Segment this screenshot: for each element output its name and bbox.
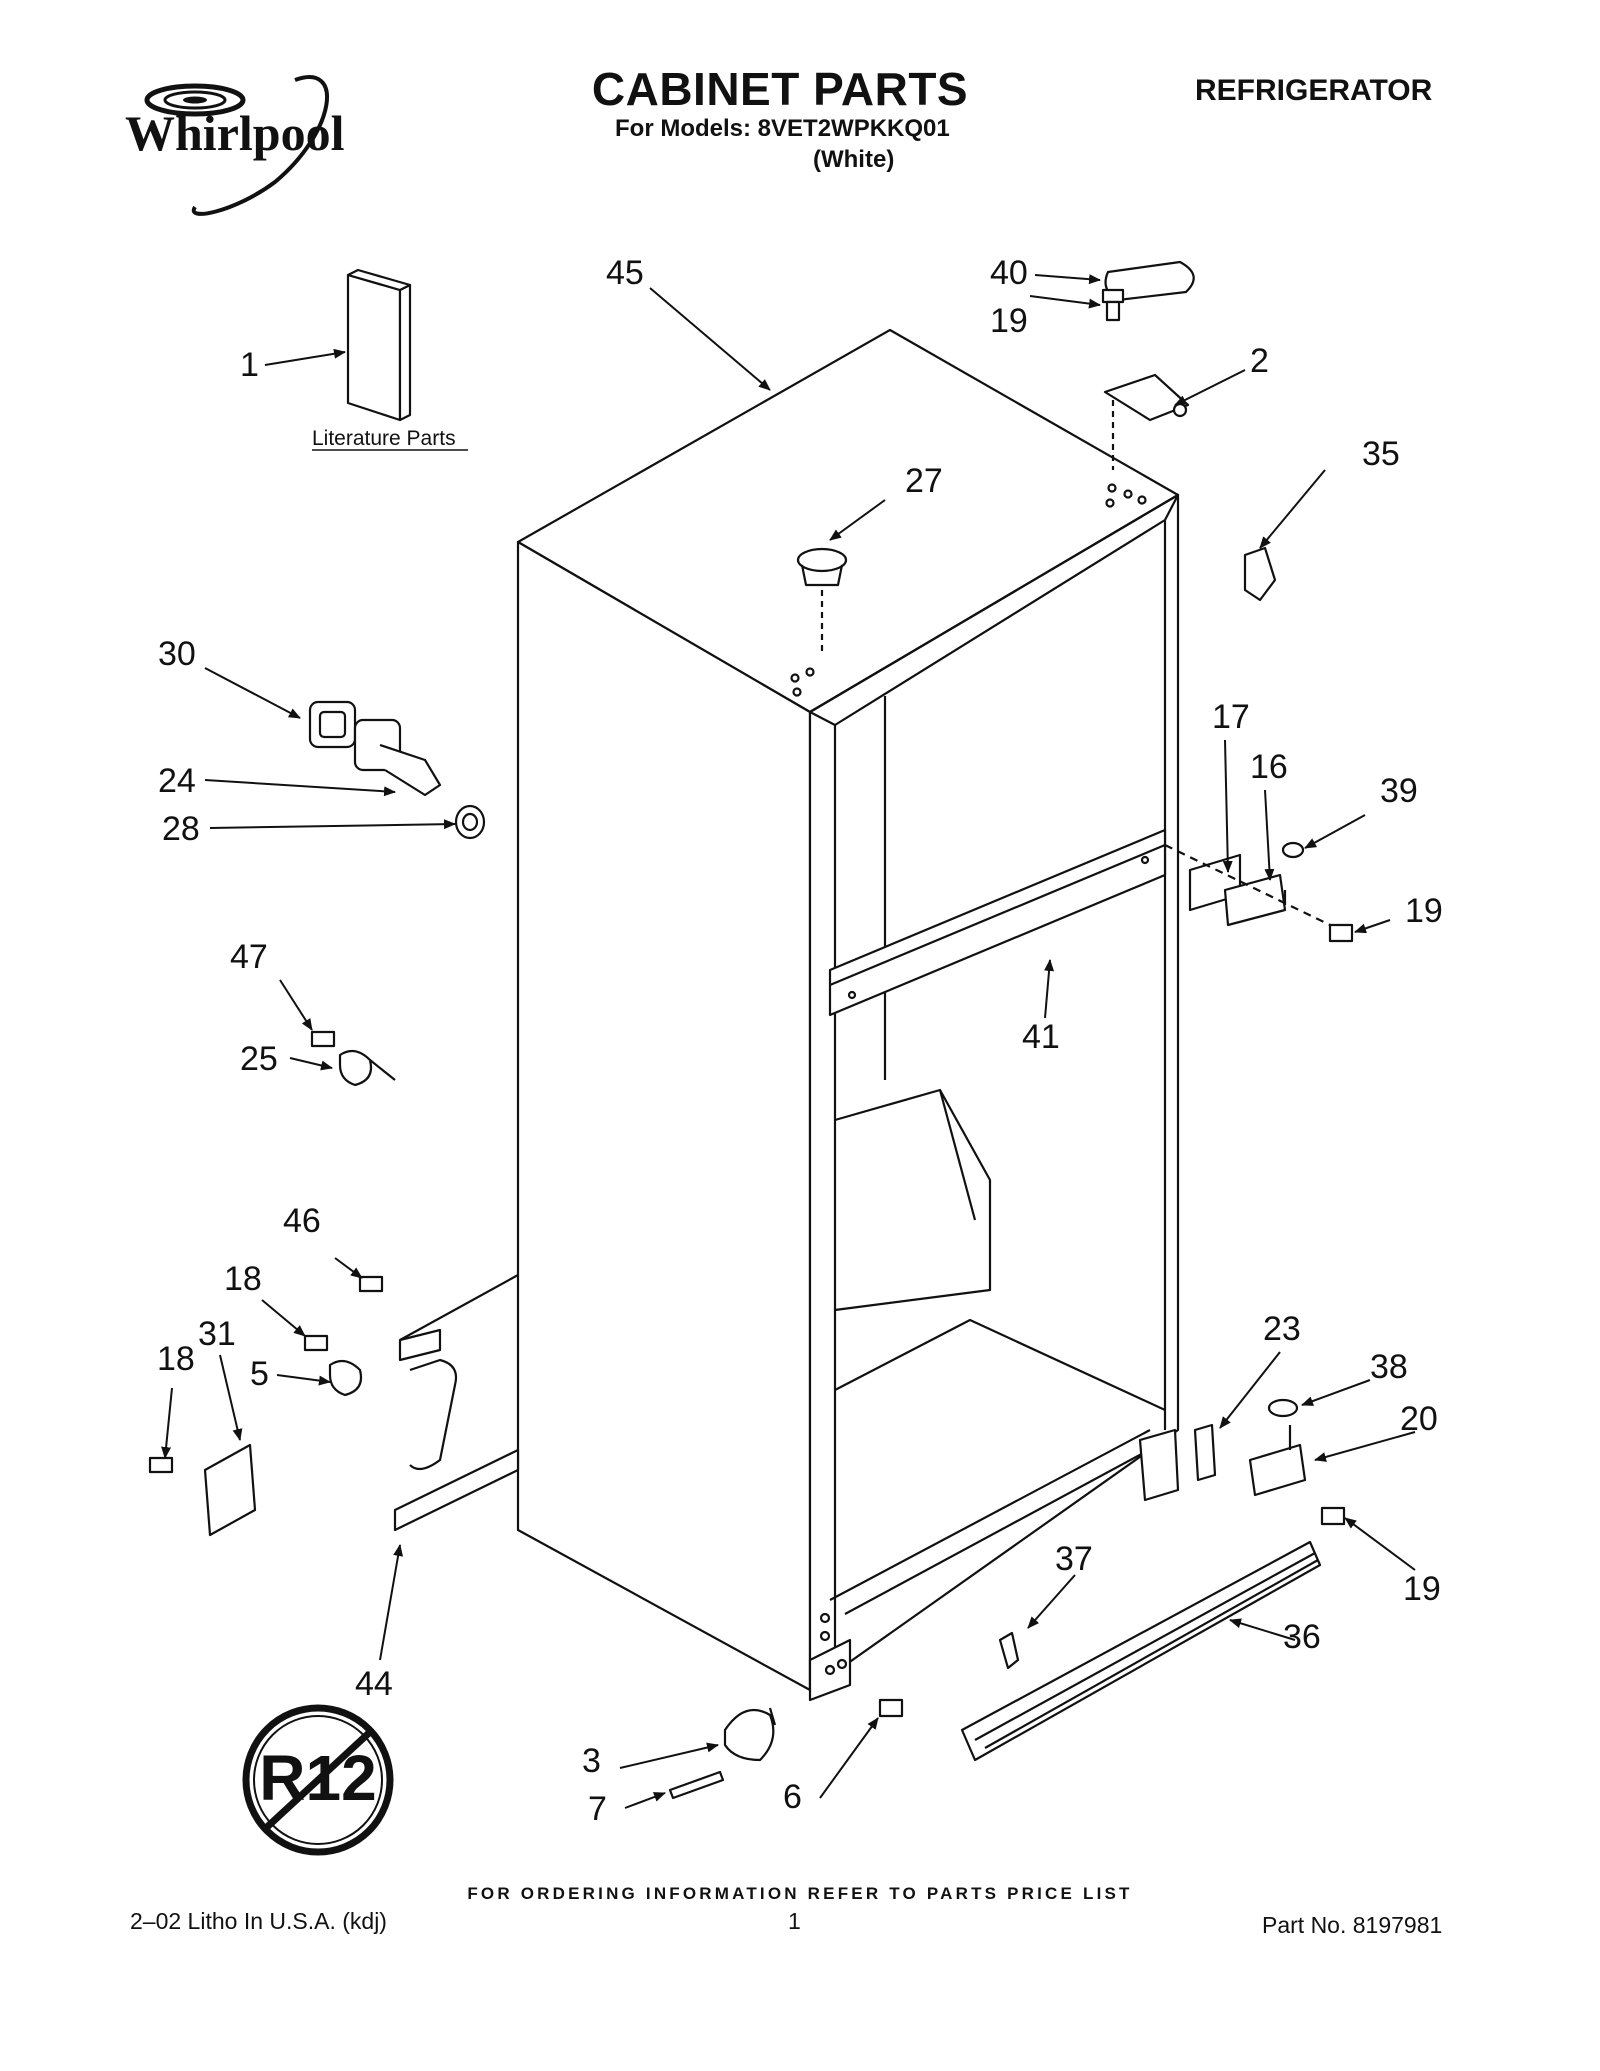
callout-28: 28 (162, 810, 200, 848)
callout-44: 44 (355, 1665, 393, 1703)
callout-23: 23 (1263, 1310, 1301, 1348)
top-hinge (1103, 373, 1190, 470)
callout-40: 40 (990, 254, 1028, 292)
literature-booklet (346, 268, 412, 422)
top-hinge-cover (1104, 260, 1195, 302)
tube-clamp (338, 1049, 396, 1087)
callout-18-upper: 18 (224, 1260, 262, 1298)
callout-36: 36 (1283, 1618, 1321, 1656)
washer-nut (454, 804, 486, 840)
callout-17: 17 (1212, 698, 1250, 736)
part-number: Part No. 8197981 (1262, 1912, 1443, 1938)
callout-39: 39 (1380, 772, 1418, 810)
bottom-hinge (1248, 1425, 1307, 1497)
toe-grille (960, 1540, 1322, 1762)
ordering-note: FOR ORDERING INFORMATION REFER TO PARTS … (467, 1884, 1133, 1903)
literature-parts-label: Literature Parts (312, 427, 456, 450)
clamp-screw-lower (303, 1334, 329, 1352)
hinge-pin-cover (1243, 546, 1277, 602)
page-number: 1 (788, 1908, 801, 1934)
toe-grille-bracket (393, 1274, 520, 1532)
callout-35: 35 (1362, 435, 1400, 473)
fill-tube-fitting (353, 718, 442, 797)
callout-37: 37 (1055, 1540, 1093, 1578)
callout-19-center: 19 (1405, 892, 1443, 930)
bracket-screw (358, 1275, 384, 1293)
top-hinge-screw (1101, 288, 1125, 322)
model-color: (White) (813, 146, 895, 173)
callout-3: 3 (582, 1742, 601, 1780)
callout-25: 25 (240, 1040, 278, 1078)
bottom-hinge-washer (1267, 1398, 1299, 1418)
tube-clamp-lower (328, 1359, 363, 1397)
callout-19-top: 19 (990, 302, 1028, 340)
roller-pin (668, 1770, 725, 1800)
callout-47: 47 (230, 938, 268, 976)
callout-20: 20 (1400, 1400, 1438, 1438)
brand-wordmark: Whirlpool (125, 105, 345, 161)
litho-note: 2–02 Litho In U.S.A. (kdj) (130, 1908, 387, 1934)
leveling-screw (878, 1698, 904, 1718)
models-line: For Models: 8VET2WPKKQ01 (615, 115, 950, 142)
bottom-hinge-shim (1193, 1423, 1217, 1482)
callout-1: 1 (240, 346, 259, 384)
r12-label: R12 (259, 1742, 376, 1814)
grommet (308, 700, 357, 749)
callout-18-lower: 18 (157, 1340, 195, 1378)
leveling-roller (723, 1707, 777, 1762)
callout-41: 41 (1022, 1018, 1060, 1056)
whirlpool-logo: Whirlpool (125, 72, 385, 222)
center-hinge-screw (1328, 923, 1354, 943)
access-cover (203, 1443, 257, 1537)
callout-7: 7 (588, 1790, 607, 1828)
callout-labels: 1 45 40 19 2 35 27 30 24 28 17 16 39 19 … (157, 254, 1443, 1828)
callout-27: 27 (905, 462, 943, 500)
page-title: CABINET PARTS (591, 63, 969, 115)
center-hinge-washer (1281, 841, 1305, 859)
callout-19-bottom: 19 (1403, 1570, 1441, 1608)
clamp-screw (310, 1030, 336, 1048)
callout-30: 30 (158, 635, 196, 673)
grille-clip (998, 1631, 1020, 1670)
callout-16: 16 (1250, 748, 1288, 786)
top-plug (796, 547, 848, 655)
callout-2: 2 (1250, 342, 1269, 380)
bottom-hinge-bracket (1138, 1428, 1180, 1502)
access-cover-screw (148, 1456, 174, 1474)
divider-rail (828, 828, 1167, 1017)
center-hinge (1164, 844, 1331, 927)
callout-38: 38 (1370, 1348, 1408, 1386)
callout-6: 6 (783, 1778, 802, 1816)
callout-24: 24 (158, 762, 196, 800)
bottom-hinge-screw (1320, 1506, 1346, 1526)
no-r12-symbol (242, 1704, 394, 1856)
appliance-type: REFRIGERATOR (1195, 74, 1433, 107)
refrigerator-cabinet (516, 328, 1180, 1702)
callout-5: 5 (250, 1355, 269, 1393)
callout-46: 46 (283, 1202, 321, 1240)
callout-31: 31 (198, 1315, 236, 1353)
callout-45: 45 (606, 254, 644, 292)
